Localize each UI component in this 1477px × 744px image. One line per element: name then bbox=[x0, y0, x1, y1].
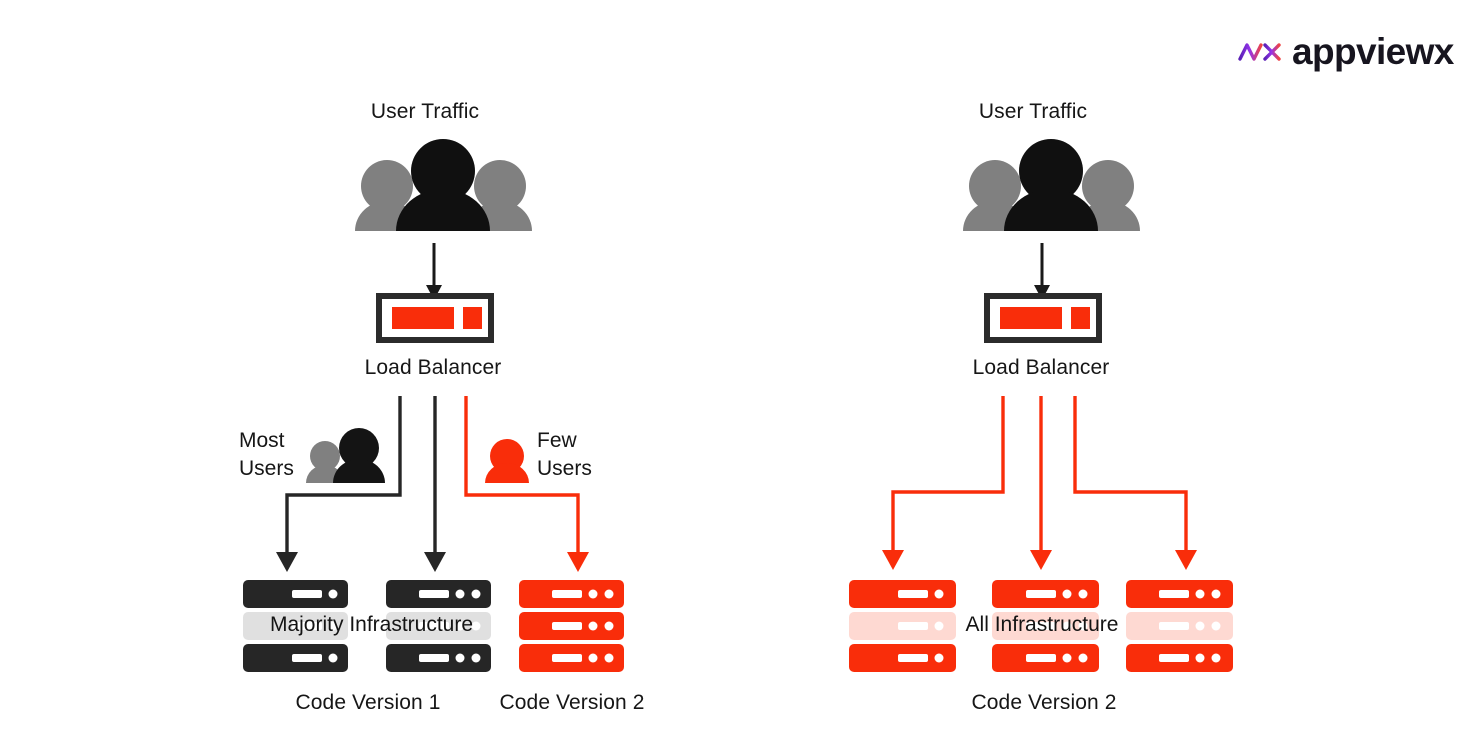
load-balancer-icon-right bbox=[984, 293, 1102, 343]
appviewx-logo: appviewx bbox=[1238, 33, 1454, 70]
route-all-left bbox=[882, 396, 1005, 570]
most-users-label: Most Users bbox=[239, 427, 294, 482]
few-users-line2: Users bbox=[537, 456, 592, 480]
rack-v2-right bbox=[519, 580, 624, 672]
code-version-2-label-left: Code Version 2 bbox=[499, 691, 645, 714]
load-balancer-label-left: Load Balancer bbox=[364, 356, 502, 379]
load-balancer-label-right: Load Balancer bbox=[972, 356, 1110, 379]
route-all-middle bbox=[1030, 396, 1052, 570]
all-infrastructure-band bbox=[849, 612, 1235, 642]
majority-infrastructure-band bbox=[243, 612, 500, 642]
load-balancer-icon-left bbox=[376, 293, 494, 343]
user-traffic-label-right: User Traffic bbox=[978, 100, 1088, 123]
appviewx-wordmark: appviewx bbox=[1292, 31, 1454, 72]
appviewx-wave-icon bbox=[1238, 42, 1281, 61]
route-all-right bbox=[1073, 396, 1197, 570]
code-version-1-label: Code Version 1 bbox=[295, 691, 441, 714]
most-users-line2: Users bbox=[239, 456, 294, 480]
user-group-icon-right bbox=[963, 139, 1140, 231]
arrow-users-to-lb-left bbox=[426, 243, 442, 300]
code-version-2-label-right: Code Version 2 bbox=[971, 691, 1117, 714]
majority-infrastructure-label: Majority Infrastructure bbox=[269, 613, 474, 636]
route-most-users bbox=[276, 396, 402, 572]
few-users-line1: Few bbox=[537, 429, 577, 452]
few-users-label: Few Users bbox=[537, 427, 592, 482]
user-traffic-label-left: User Traffic bbox=[370, 100, 480, 123]
route-few-users bbox=[464, 396, 589, 572]
single-user-icon bbox=[485, 439, 529, 483]
most-users-line1: Most bbox=[239, 429, 285, 452]
user-group-icon-left bbox=[355, 139, 532, 231]
all-infrastructure-label: All Infrastructure bbox=[965, 613, 1119, 636]
arrow-users-to-lb-right bbox=[1034, 243, 1050, 300]
two-users-icon bbox=[306, 428, 385, 483]
route-middle-left bbox=[424, 396, 446, 572]
